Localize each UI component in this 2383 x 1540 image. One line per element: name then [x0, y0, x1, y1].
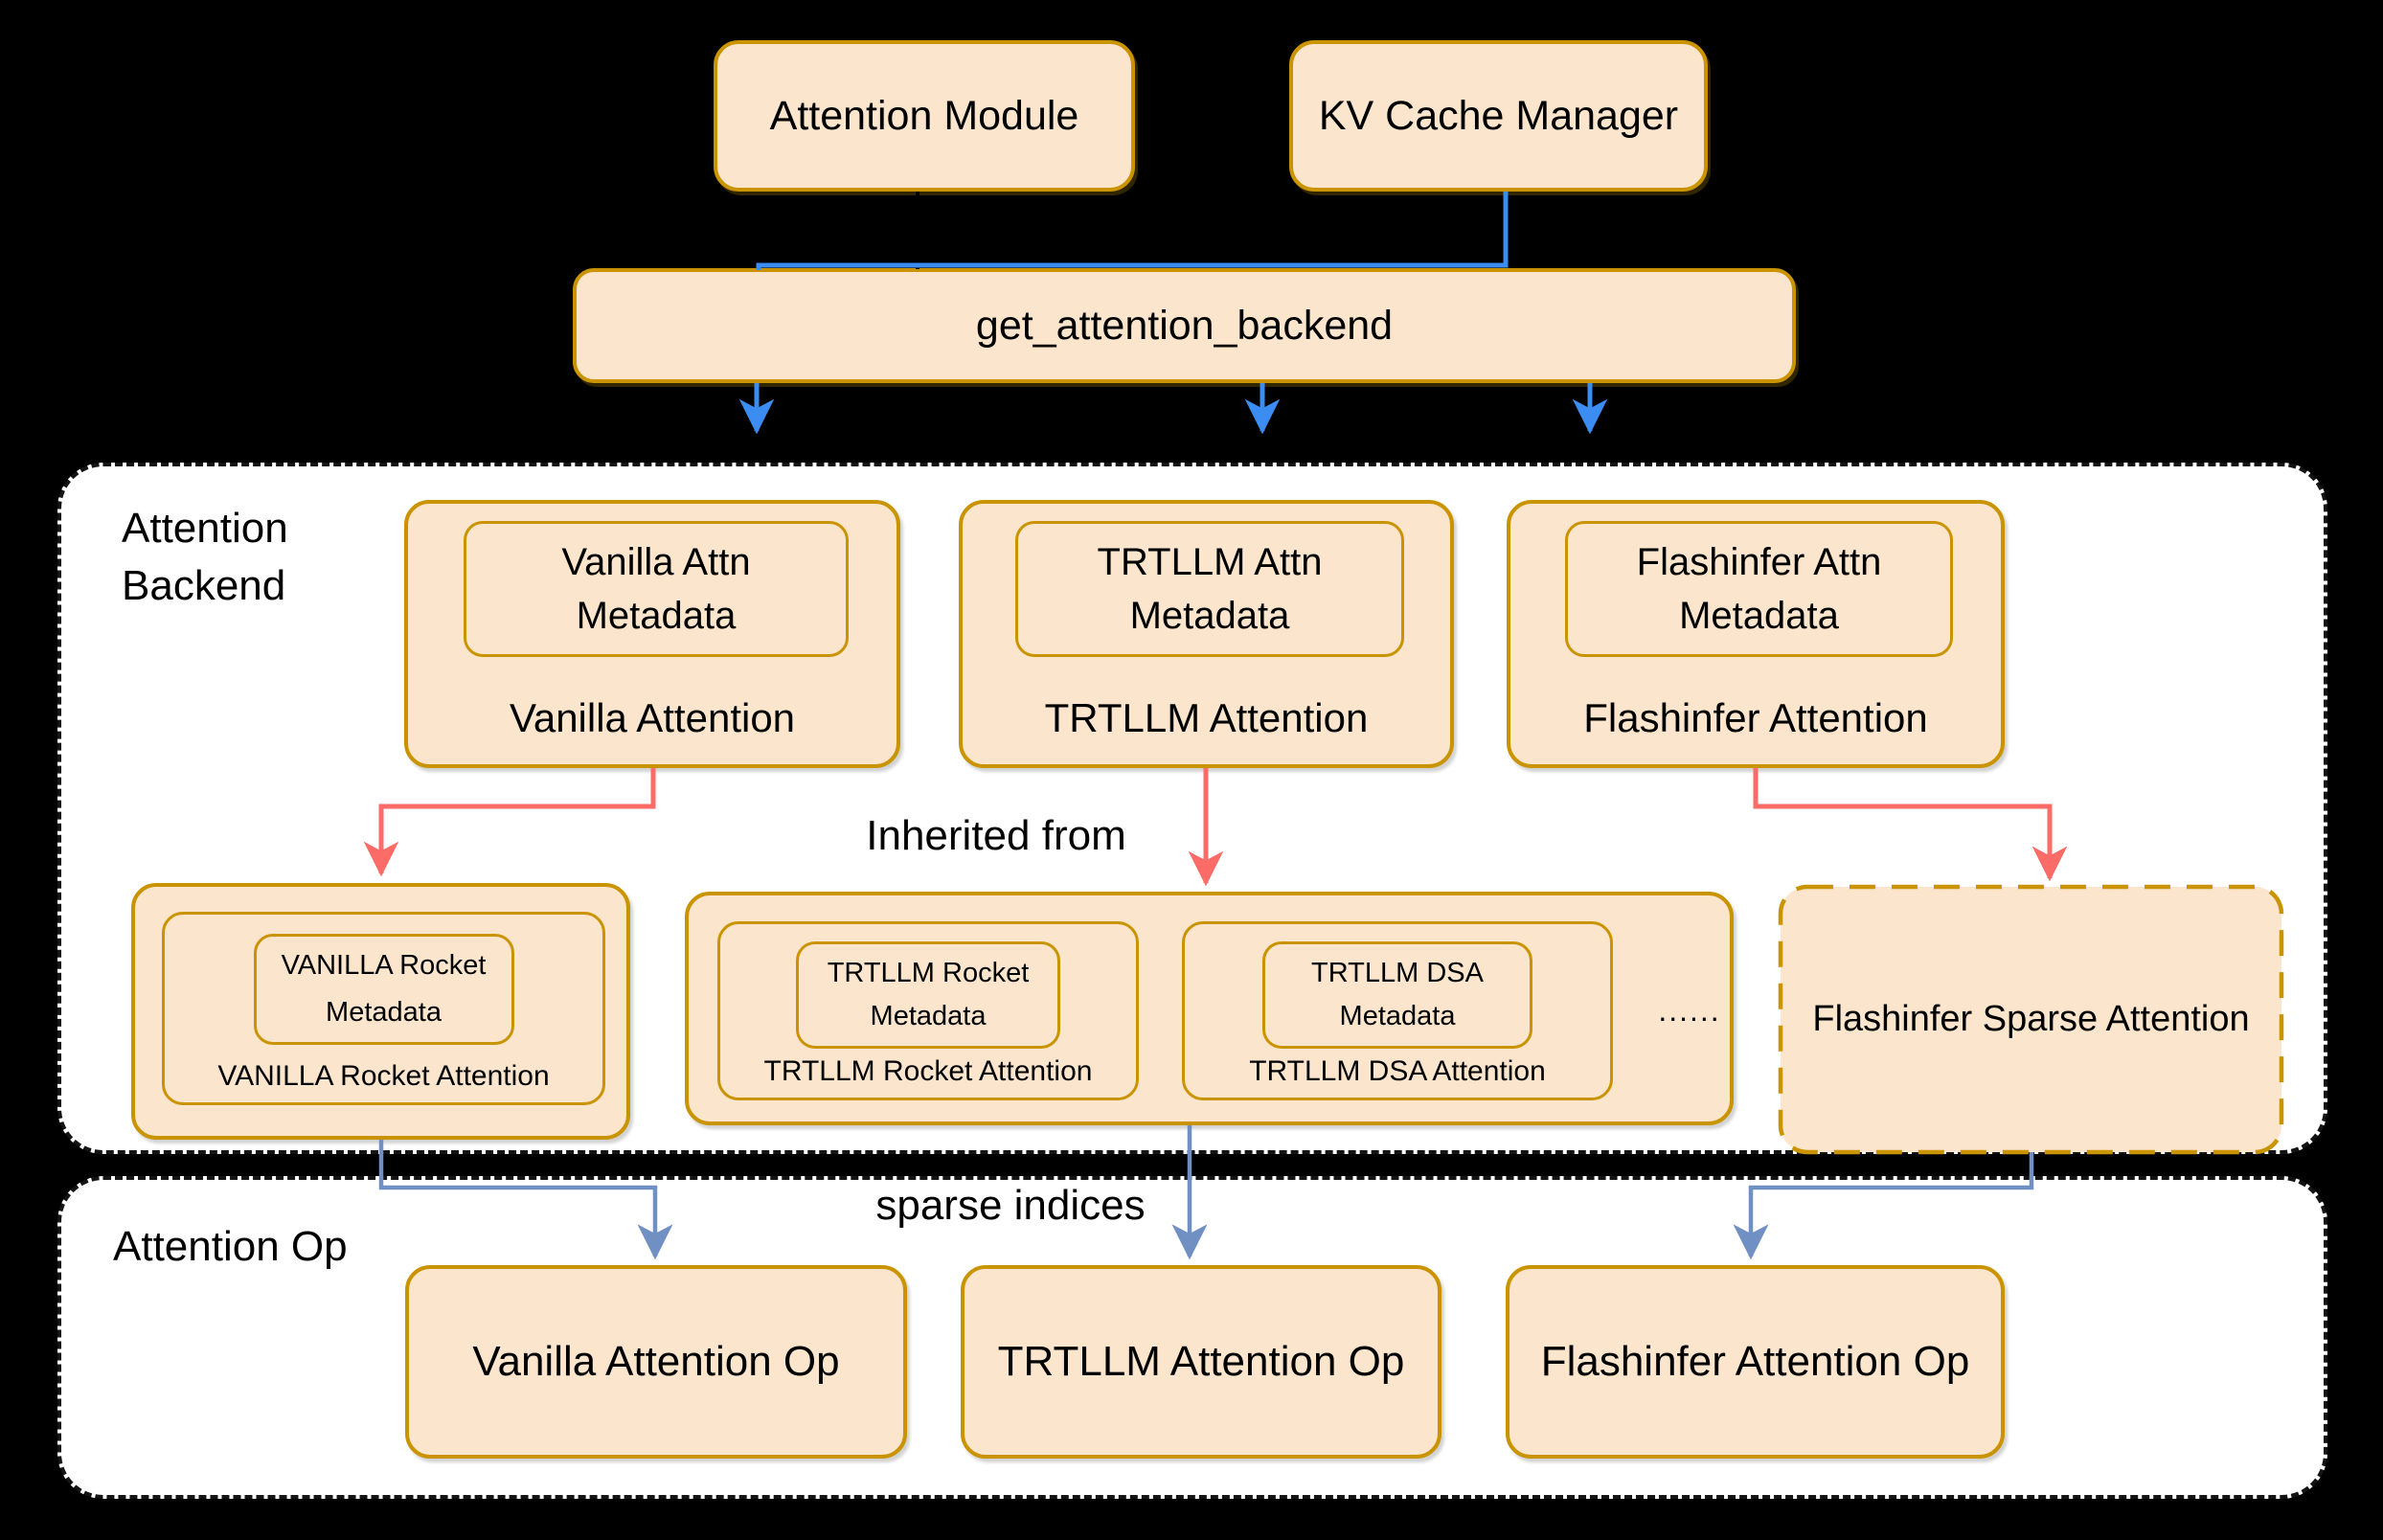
flashinfer-attn-metadata-line1: Flashinfer Attn — [1636, 541, 1882, 583]
trtllm-dsa-metadata-node: TRTLLM DSA Metadata — [1262, 941, 1532, 1049]
trtllm-attn-metadata-node: TRTLLM Attn Metadata — [1015, 521, 1404, 657]
get-attention-backend-label: get_attention_backend — [975, 302, 1394, 349]
vanilla-attention-node: Vanilla Attn Metadata Vanilla Attention — [404, 500, 900, 768]
vanilla-rocket-metadata-node: VANILLA Rocket Metadata — [253, 934, 514, 1045]
attention-module-node: Attention Module — [714, 40, 1135, 192]
vanilla-attention-op-label: Vanilla Attention Op — [472, 1338, 840, 1385]
vanilla-rocket-outer-node: VANILLA Rocket Metadata VANILLA Rocket A… — [131, 883, 630, 1140]
vanilla-rocket-metadata-line1: VANILLA Rocket — [281, 950, 487, 981]
trtllm-dsa-attention-label: TRTLLM DSA Attention — [1249, 1055, 1546, 1087]
edge-kv-cache-manager-to-dispatcher — [756, 192, 1509, 270]
trtllm-dsa-metadata-line2: Metadata — [1339, 1001, 1456, 1031]
trtllm-dsa-metadata-line1: TRTLLM DSA — [1311, 958, 1484, 988]
attention-backend-label-line2: Backend — [122, 562, 286, 609]
trtllm-rocket-metadata-node: TRTLLM Rocket Metadata — [796, 941, 1060, 1049]
more-backends-ellipsis: ...... — [1658, 993, 1721, 1028]
vanilla-attention-label: Vanilla Attention — [509, 695, 796, 740]
vanilla-rocket-attention-node: VANILLA Rocket Metadata VANILLA Rocket A… — [162, 912, 605, 1105]
attention-module-label: Attention Module — [769, 92, 1079, 139]
attention-backend-section-label: Attention Backend — [122, 500, 288, 615]
trtllm-derived-group-node: TRTLLM Rocket Metadata TRTLLM Rocket Att… — [685, 892, 1734, 1125]
vanilla-attention-op-node: Vanilla Attention Op — [405, 1265, 907, 1459]
trtllm-attention-node: TRTLLM Attn Metadata TRTLLM Attention — [959, 500, 1454, 768]
flashinfer-attn-metadata-node: Flashinfer Attn Metadata — [1565, 521, 1953, 657]
trtllm-rocket-metadata-line1: TRTLLM Rocket — [827, 958, 1030, 988]
trtllm-attn-metadata-line1: TRTLLM Attn — [1097, 541, 1323, 583]
flashinfer-attention-op-node: Flashinfer Attention Op — [1506, 1265, 2005, 1459]
kv-cache-manager-node: KV Cache Manager — [1289, 40, 1708, 192]
kv-cache-manager-label: KV Cache Manager — [1318, 92, 1679, 139]
trtllm-rocket-attention-label: TRTLLM Rocket Attention — [763, 1055, 1093, 1087]
vanilla-attn-metadata-line2: Metadata — [576, 595, 737, 637]
trtllm-dsa-attention-node: TRTLLM DSA Metadata TRTLLM DSA Attention — [1182, 921, 1613, 1100]
trtllm-attn-metadata-line2: Metadata — [1129, 595, 1290, 637]
get-attention-backend-node: get_attention_backend — [573, 268, 1796, 383]
trtllm-rocket-attention-node: TRTLLM Rocket Metadata TRTLLM Rocket Att… — [717, 921, 1139, 1100]
inherited-from-label: Inherited from — [866, 812, 1126, 859]
trtllm-attention-op-node: TRTLLM Attention Op — [961, 1265, 1441, 1459]
flashinfer-attention-node: Flashinfer Attn Metadata Flashinfer Atte… — [1507, 500, 2005, 768]
vanilla-rocket-metadata-line2: Metadata — [326, 997, 442, 1028]
flashinfer-sparse-attention-node: Flashinfer Sparse Attention — [1781, 887, 2281, 1152]
trtllm-attention-op-label: TRTLLM Attention Op — [997, 1338, 1405, 1385]
attention-op-section-label: Attention Op — [113, 1223, 348, 1270]
vanilla-attn-metadata-line1: Vanilla Attn — [561, 541, 751, 583]
flashinfer-sparse-attention-label: Flashinfer Sparse Attention — [1812, 999, 2250, 1039]
flashinfer-attn-metadata-line2: Metadata — [1679, 595, 1839, 637]
trtllm-rocket-metadata-line2: Metadata — [870, 1001, 987, 1031]
flashinfer-attention-op-label: Flashinfer Attention Op — [1540, 1338, 1970, 1385]
attention-backend-label-line1: Attention — [122, 505, 288, 552]
sparse-indices-label: sparse indices — [875, 1182, 1146, 1229]
vanilla-attn-metadata-node: Vanilla Attn Metadata — [464, 521, 849, 657]
trtllm-attention-label: TRTLLM Attention — [1044, 695, 1369, 740]
vanilla-rocket-attention-label: VANILLA Rocket Attention — [217, 1060, 550, 1092]
flashinfer-attention-label: Flashinfer Attention — [1583, 695, 1928, 740]
